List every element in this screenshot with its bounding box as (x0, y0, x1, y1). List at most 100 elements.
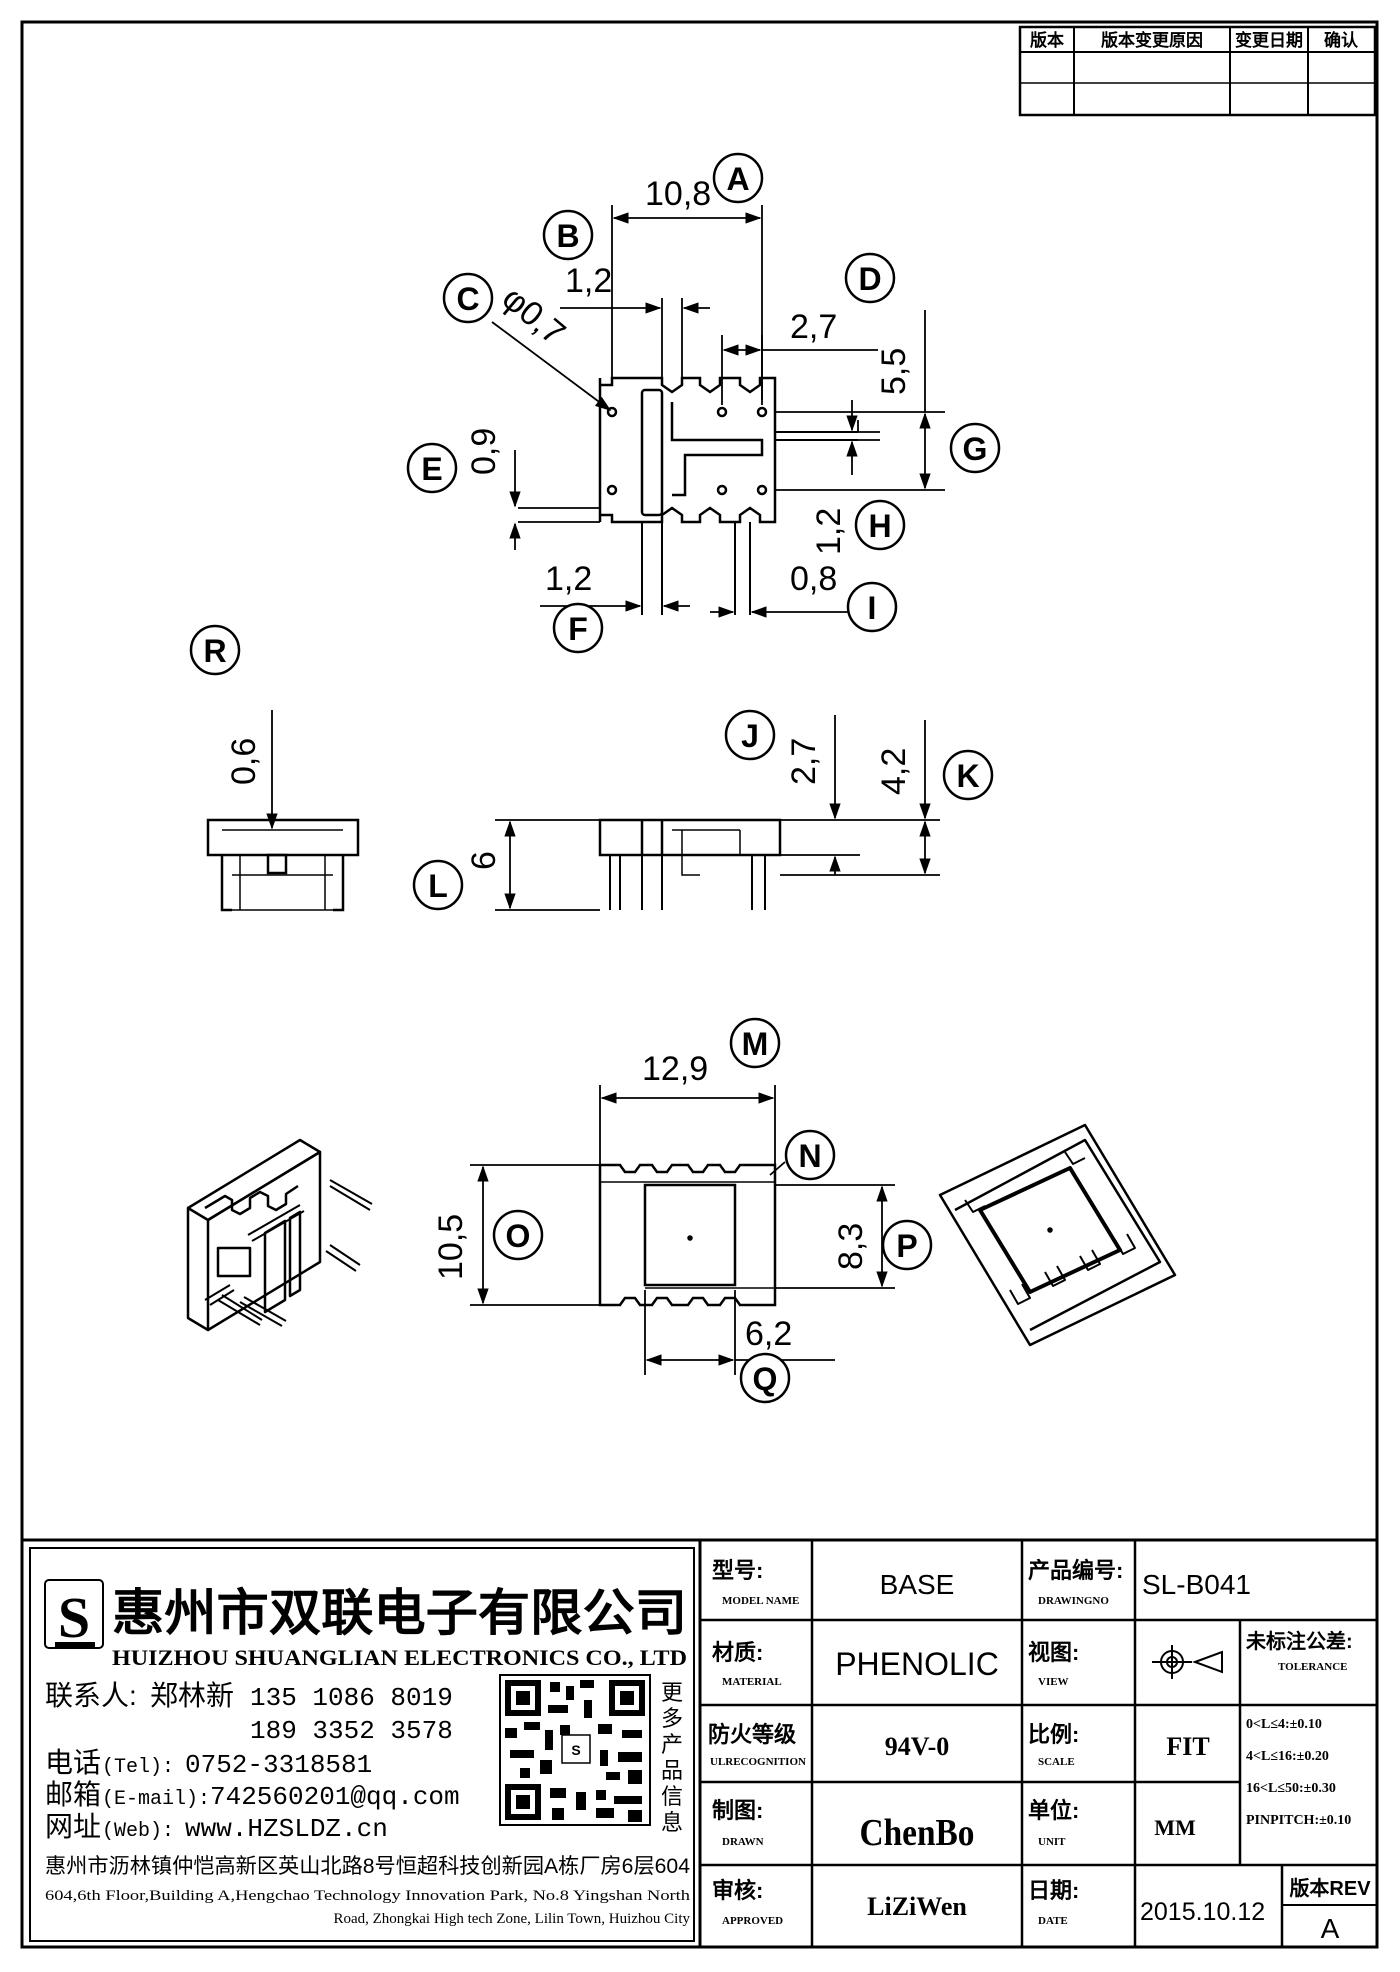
scale-label: 比例: (1028, 1722, 1079, 1747)
drawn-value: ChenBo (860, 1812, 975, 1854)
dim-c-value: φ0,7 (495, 279, 573, 353)
approved-sublabel: APPROVED (722, 1915, 783, 1927)
title-block-frame (22, 1538, 1377, 1947)
qr-caption-5: 信 (661, 1784, 683, 1809)
qr-caption-3: 产 (661, 1732, 683, 1757)
dim-l-value: 6 (465, 851, 503, 870)
revision-table: 版本 版本变更原因 变更日期 确认 (1018, 25, 1377, 117)
qr-caption-1: 更 (661, 1680, 683, 1705)
tolerance-line-2: 4<L≤16:±0.20 (1246, 1749, 1329, 1764)
model-value: BASE (880, 1569, 955, 1600)
tolerance-sublabel: TOLERANCE (1278, 1661, 1347, 1673)
email-address: 742560201@qq.com (210, 1782, 460, 1812)
callout-i: I (868, 590, 877, 626)
company-name-cn: 惠州市双联电子有限公司 (112, 1585, 687, 1641)
company-info: 惠州市双联电子有限公司 HUIZHOU SHUANGLIAN ELECTRONI… (45, 1585, 691, 1927)
callout-l: L (428, 868, 448, 904)
dim-p-value: 8,3 (832, 1223, 870, 1270)
unit-label: 单位: (1028, 1798, 1079, 1823)
drawn-sublabel: DRAWN (722, 1836, 764, 1848)
model-label: 型号: (712, 1558, 763, 1583)
email-label: 邮箱 (45, 1779, 101, 1810)
date-sublabel: DATE (1038, 1915, 1068, 1927)
callout-a: A (726, 161, 749, 197)
side-view-left (206, 710, 360, 912)
callout-o: O (506, 1218, 531, 1254)
callout-letters: A B C D E G H F I R J K L M N O P Q (203, 161, 987, 1397)
callout-e: E (421, 451, 442, 487)
callout-labels (189, 152, 1001, 1404)
callout-h: H (868, 508, 891, 544)
dimension-texts: 10,8 1,2 φ0,7 2,7 5,5 0,9 1,2 1,2 0,8 0,… (225, 175, 913, 1353)
company-logo: S (44, 1579, 104, 1650)
view-sublabel: VIEW (1038, 1676, 1069, 1688)
web-address: www.HZSLDZ.cn (185, 1814, 388, 1844)
unit-sublabel: UNIT (1038, 1836, 1066, 1848)
callout-k: K (956, 758, 979, 794)
flame-value: 94V-0 (885, 1732, 950, 1761)
tel-label: 电话 (45, 1747, 101, 1778)
tel-number: 0752-3318581 (185, 1750, 372, 1780)
rev-value: A (1321, 1913, 1340, 1944)
model-sublabel: MODEL NAME (722, 1595, 799, 1607)
tolerance-line-4: PINPITCH:±0.10 (1246, 1813, 1351, 1828)
dim-m-value: 12,9 (642, 1050, 708, 1088)
tolerance-line-1: 0<L≤4:±0.10 (1246, 1717, 1322, 1732)
dim-h-value: 1,2 (810, 508, 848, 555)
qr-caption-2: 多 (661, 1706, 683, 1731)
callout-b: B (556, 218, 579, 254)
svg-text:S: S (58, 1585, 90, 1650)
address-en-line-1: 604,6th Floor,Building A,Hengchao Techno… (45, 1888, 691, 1904)
dim-k-value: 4,2 (875, 748, 913, 795)
flame-label: 防火等级 (708, 1722, 796, 1747)
callout-j: J (741, 718, 759, 754)
scale-value: FIT (1166, 1732, 1209, 1761)
contact-name: 郑林新 (150, 1680, 234, 1711)
rev-header-reason: 版本变更原因 (1101, 30, 1203, 50)
drawn-label: 制图: (712, 1798, 763, 1823)
material-sublabel: MATERIAL (722, 1676, 782, 1688)
view-projection-icon (1152, 1645, 1223, 1679)
company-name-en: HUIZHOU SHUANGLIAN ELECTRONICS CO., LTD (112, 1645, 687, 1670)
dim-o-value: 10,5 (432, 1214, 470, 1280)
bottom-view-dimensions (470, 1085, 895, 1375)
dim-r-value: 0,6 (225, 738, 263, 785)
date-value: 2015.10.12 (1140, 1898, 1265, 1926)
qr-code: S (499, 1674, 651, 1826)
dim-j-value: 2,7 (785, 738, 823, 785)
address-cn: 惠州市沥林镇仲恺高新区英山北路8号恒超科技创新园A栋厂房6层604 (45, 1855, 690, 1878)
unit-value: MM (1154, 1815, 1196, 1840)
svg-text:S: S (571, 1742, 580, 1758)
dim-g-value: 5,5 (875, 348, 913, 395)
drawing-no-sublabel: DRAWINGNO (1038, 1595, 1109, 1607)
callout-f: F (568, 611, 588, 647)
drawing-no-label: 产品编号: (1028, 1558, 1123, 1583)
tel-tag: (Tel): (102, 1756, 174, 1779)
material-label: 材质: (712, 1640, 763, 1665)
approved-value: LiZiWen (867, 1892, 967, 1921)
web-tag: (Web): (102, 1820, 174, 1843)
title-block-labels: 型号: MODEL NAME BASE 产品编号: DRAWINGNO SL-B… (708, 1558, 1371, 1944)
callout-p: P (896, 1228, 917, 1264)
drawing-no-value: SL-B041 (1142, 1569, 1251, 1600)
address-en-line-2: Road, Zhongkai High tech Zone, Lilin Tow… (333, 1911, 690, 1927)
view-label: 视图: (1028, 1640, 1079, 1665)
date-label: 日期: (1028, 1878, 1079, 1903)
dim-b-value: 1,2 (565, 262, 612, 300)
rev-label: 版本REV (1289, 1876, 1371, 1900)
rev-header-version: 版本 (1030, 30, 1064, 50)
callout-n: N (798, 1138, 821, 1174)
contact-phone-2: 189 3352 3578 (250, 1716, 453, 1746)
callout-d: D (858, 261, 881, 297)
tolerance-label: 未标注公差: (1246, 1629, 1353, 1653)
material-value: PHENOLIC (835, 1646, 999, 1682)
rev-header-date: 变更日期 (1235, 30, 1303, 50)
dim-f-value: 1,2 (545, 560, 592, 598)
email-tag: (E-mail): (102, 1788, 210, 1811)
side-view-right (598, 818, 782, 910)
callout-c: C (456, 281, 479, 317)
bottom-view (598, 1163, 777, 1307)
callout-m: M (742, 1026, 769, 1062)
dim-q-value: 6,2 (745, 1315, 792, 1353)
